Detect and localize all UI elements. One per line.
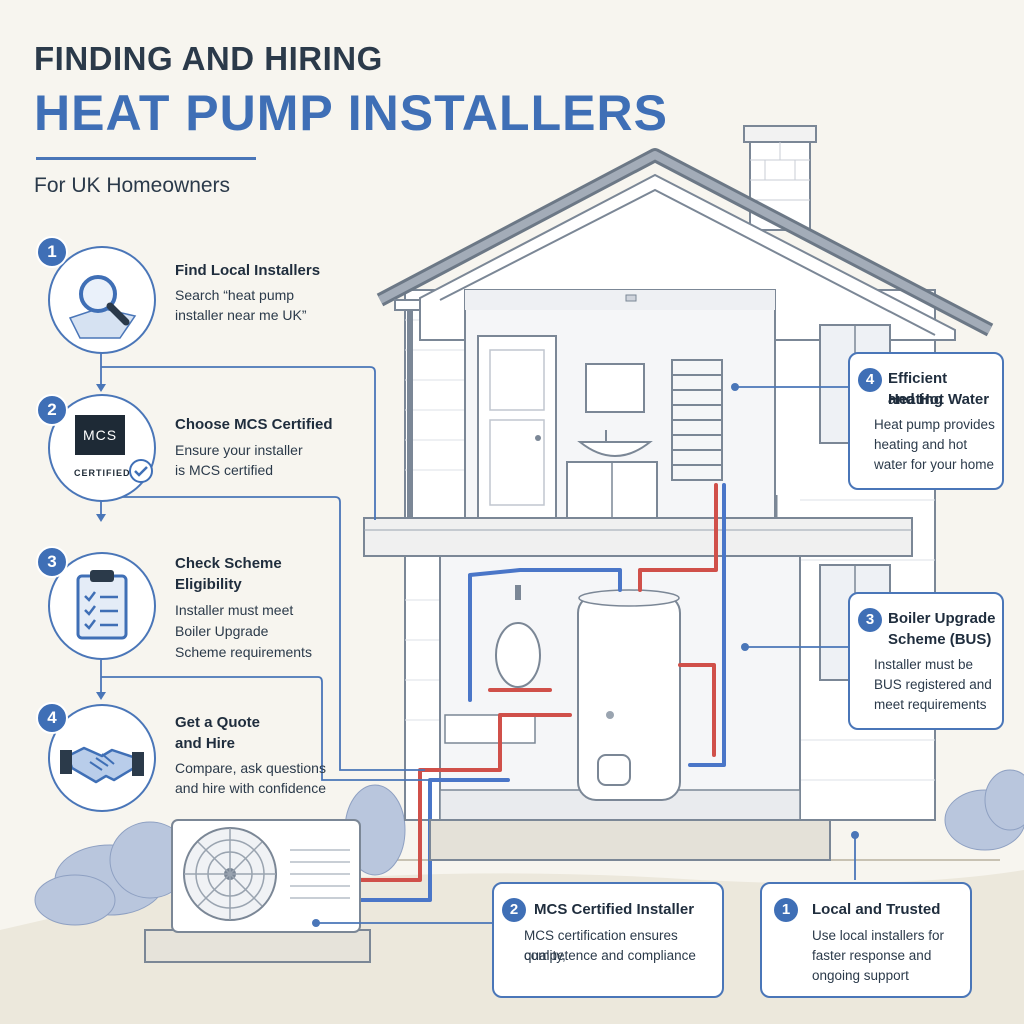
- step-4-title-line-1: Get a Quote: [175, 714, 261, 731]
- check-circle-icon: [129, 459, 153, 483]
- callout-mcs-number: 2: [502, 898, 526, 922]
- title-line-1: FINDING AND HIRING: [34, 40, 383, 77]
- callout-mcs-title: MCS Certified Installer: [534, 901, 695, 918]
- step-3-desc-line-3: Scheme requirements: [175, 644, 312, 660]
- callout-efficient-heating-desc-line-3: water for your home: [874, 457, 995, 472]
- callout-bus-desc-line-2: BUS registered and: [874, 677, 992, 692]
- callout-local-desc-line-2: faster response and: [812, 948, 932, 963]
- step-3-number: 3: [36, 546, 68, 578]
- callout-local-title: Local and Trusted: [812, 901, 941, 918]
- step-2-number: 2: [36, 394, 68, 426]
- clipboard-checklist-icon: [76, 570, 128, 640]
- mcs-badge-label: CERTIFIED: [74, 468, 131, 478]
- title-line-2: HEAT PUMP INSTALLERS: [34, 85, 668, 141]
- bush-left: [34, 821, 191, 926]
- step-3-title-line-2: Eligibility: [175, 576, 242, 593]
- step-2-desc-line-1: Ensure your installer: [175, 442, 303, 458]
- bush-right: [944, 769, 1024, 851]
- callout-efficient-heating-number: 4: [858, 368, 882, 392]
- step-4-desc-line-1: Compare, ask questions: [175, 760, 326, 776]
- map-search-icon: [68, 275, 137, 339]
- step-2-desc-line-2: is MCS certified: [175, 462, 274, 478]
- callout-bus-title-line-1: Boiler Upgrade: [888, 610, 996, 627]
- step-4-number: 4: [36, 702, 68, 734]
- callout-bus-number: 3: [858, 608, 882, 632]
- step-1-desc-line-1: Search “heat pump: [175, 287, 295, 303]
- title-divider: [36, 157, 256, 160]
- callout-boiler-upgrade-scheme: 3 Boiler Upgrade Scheme (BUS) Installer …: [848, 592, 1004, 730]
- callout-bus-desc-line-3: meet requirements: [874, 697, 987, 712]
- callout-efficient-heating-desc-line-1: Heat pump provides: [874, 417, 995, 432]
- step-1-desc-line-2: installer near me UK”: [175, 307, 307, 323]
- callout-local-and-trusted: 1 Local and Trusted Use local installers…: [760, 882, 972, 998]
- callout-efficient-heating-desc-line-2: heating and hot: [874, 437, 968, 452]
- callout-efficient-heating-title-line-2: and Hot Water: [888, 391, 990, 408]
- step-3-title-line-1: Check Scheme: [175, 555, 282, 572]
- mcs-certified-badge-icon: MCS: [75, 415, 125, 455]
- step-4-desc-line-2: and hire with confidence: [175, 780, 326, 796]
- callout-efficient-heating-title-line-1: Efficient Heating: [888, 370, 948, 408]
- step-1-icon-circle: [48, 246, 156, 354]
- callout-local-desc-line-1: Use local installers for: [812, 928, 945, 943]
- callout-efficient-heating: 4 Efficient Heating and Hot Water Heat p…: [848, 352, 1004, 490]
- step-1-number: 1: [36, 236, 68, 268]
- callout-mcs-certified-installer: 2 MCS Certified Installer MCS certificat…: [492, 882, 724, 998]
- subtitle: For UK Homeowners: [34, 174, 231, 197]
- callout-bus-title-line-2: Scheme (BUS): [888, 631, 992, 648]
- step-3-desc-line-2: Boiler Upgrade: [175, 623, 269, 639]
- callout-mcs-desc-line-2: competence and compliance: [524, 948, 696, 963]
- callout-mcs-desc-line-1: MCS certification ensures quality,: [524, 928, 678, 963]
- step-4-title-line-2: and Hire: [175, 735, 236, 752]
- callout-local-number: 1: [774, 898, 798, 922]
- step-3-desc-line-1: Installer must meet: [175, 602, 294, 618]
- step-1-title: Find Local Installers: [175, 262, 321, 279]
- handshake-icon: [60, 746, 144, 784]
- step-2-title: Choose MCS Certified: [175, 416, 333, 433]
- step-3-icon-circle: [48, 552, 156, 660]
- callout-bus-desc-line-1: Installer must be: [874, 657, 974, 672]
- outdoor-heat-pump-unit: [144, 819, 371, 963]
- callout-local-desc-line-3: ongoing support: [812, 968, 909, 983]
